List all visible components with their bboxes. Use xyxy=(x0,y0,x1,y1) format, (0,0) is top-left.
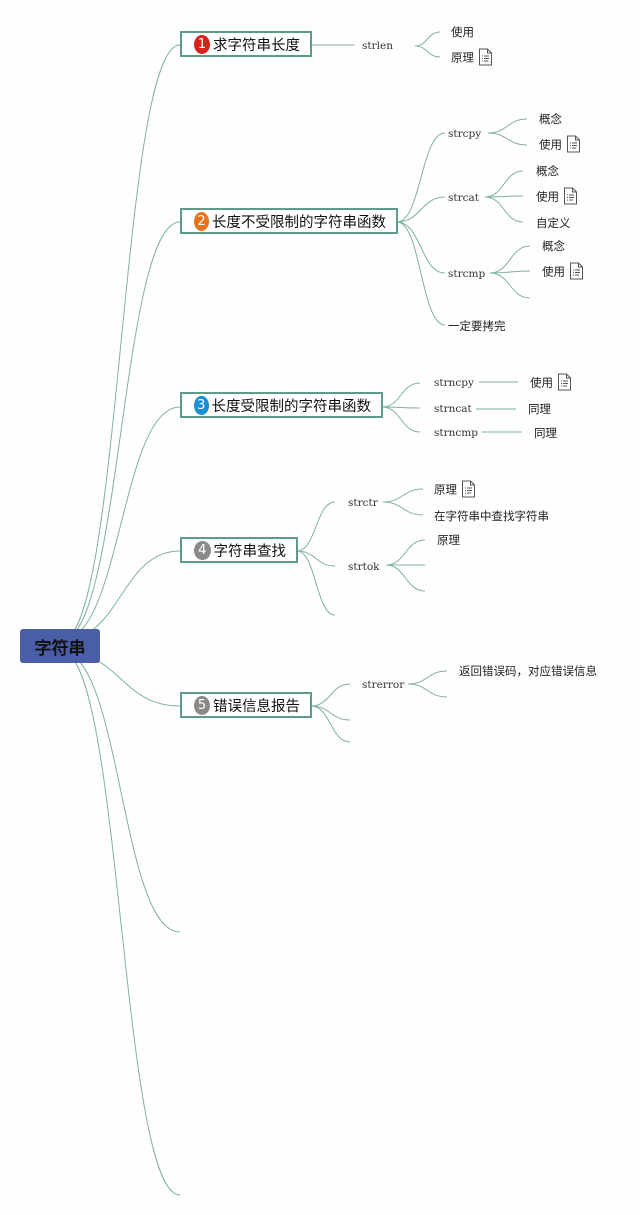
connector-line xyxy=(407,670,448,685)
leaf-label: 使用 xyxy=(539,137,562,151)
leaf-label: 一定要拷完 xyxy=(448,319,506,333)
node-use[interactable]: 使用 xyxy=(451,24,474,40)
node-custom[interactable]: 自定义 xyxy=(536,215,571,231)
node-use[interactable]: 使用 xyxy=(542,262,583,280)
node-strcmp[interactable]: strcmp xyxy=(448,268,486,280)
note-document-icon[interactable] xyxy=(479,48,492,66)
leaf-label: 返回错误码，对应错误信息 xyxy=(459,664,597,678)
node-strncpy[interactable]: strncpy xyxy=(434,377,474,389)
number-badge: 3 xyxy=(194,395,209,415)
leaf-label: 概念 xyxy=(539,112,562,126)
node-description[interactable]: 在字符串中查找字符串 xyxy=(434,508,549,524)
connector-line xyxy=(382,488,424,503)
node-concept[interactable]: 概念 xyxy=(536,163,559,179)
connector-line xyxy=(396,196,446,223)
node-same[interactable]: 同理 xyxy=(534,425,557,441)
connector-line xyxy=(487,132,528,146)
root-node[interactable]: 字符串 xyxy=(20,629,100,663)
node-strcpy[interactable]: strcpy xyxy=(448,128,482,140)
leaf-label: 同理 xyxy=(534,426,557,440)
node-use[interactable]: 使用 xyxy=(536,187,577,205)
connector-line xyxy=(310,705,351,743)
node-use[interactable]: 使用 xyxy=(530,373,571,391)
node-strncat[interactable]: strncat xyxy=(434,403,472,415)
connector-line xyxy=(61,651,181,1196)
connector-line xyxy=(310,683,351,707)
node-concept[interactable]: 概念 xyxy=(539,111,562,127)
leaf-label: 在字符串中查找字符串 xyxy=(434,509,549,523)
number-badge: 2 xyxy=(194,211,209,231)
connector-line xyxy=(396,132,446,223)
note-document-icon[interactable] xyxy=(570,262,583,280)
note-document-icon[interactable] xyxy=(462,480,475,498)
leaf-label: 使用 xyxy=(542,264,565,278)
topic-label: 求字符串长度 xyxy=(213,37,300,54)
connector-line xyxy=(396,221,446,274)
connector-line xyxy=(61,44,181,641)
note-document-icon[interactable] xyxy=(567,135,580,153)
node-note[interactable]: 一定要拷完 xyxy=(448,318,506,334)
connector-line xyxy=(407,683,448,698)
connector-line xyxy=(61,406,181,641)
connector-line xyxy=(487,118,528,134)
node-strcat[interactable]: strcat xyxy=(448,192,479,204)
connector-line xyxy=(414,45,441,58)
node-concept[interactable]: 概念 xyxy=(542,238,565,254)
node-description[interactable]: 返回错误码，对应错误信息 xyxy=(459,663,597,679)
connector-line xyxy=(484,170,524,198)
connector-line xyxy=(296,501,336,552)
leaf-label: 概念 xyxy=(542,239,565,253)
leaf-label: 同理 xyxy=(528,402,551,416)
node-strlen[interactable]: strlen xyxy=(362,40,393,52)
connector-line xyxy=(484,196,524,223)
note-document-icon[interactable] xyxy=(558,373,571,391)
note-document-icon[interactable] xyxy=(564,187,577,205)
leaf-label: 使用 xyxy=(530,375,553,389)
node-principle[interactable]: 原理 xyxy=(434,480,475,498)
leaf-label: 原理 xyxy=(437,533,460,547)
node-strtok[interactable]: strtok xyxy=(348,561,380,573)
number-badge: 4 xyxy=(194,540,211,560)
leaf-label: 使用 xyxy=(536,189,559,203)
topic-label: 字符串查找 xyxy=(213,543,287,560)
connector-line xyxy=(489,272,531,299)
connector-line xyxy=(381,406,421,433)
topic-label: 长度不受限制的字符串函数 xyxy=(212,214,386,231)
leaf-label: 原理 xyxy=(451,50,474,64)
node-strncmp[interactable]: strncmp xyxy=(434,427,478,439)
leaf-label: 原理 xyxy=(434,482,457,496)
leaf-label: 概念 xyxy=(536,164,559,178)
connector-line xyxy=(61,221,181,641)
connector-line xyxy=(61,550,181,641)
connector-line xyxy=(489,270,531,274)
connector-line xyxy=(385,539,426,566)
leaf-label: 自定义 xyxy=(536,216,571,230)
connector-line xyxy=(382,501,424,516)
connector-line xyxy=(296,550,336,616)
connector-line xyxy=(61,651,181,933)
topic-label: 错误信息报告 xyxy=(213,698,300,715)
node-principle[interactable]: 原理 xyxy=(451,48,492,66)
node-strctr[interactable]: strctr xyxy=(348,497,378,509)
connector-line xyxy=(310,705,351,721)
number-badge: 5 xyxy=(194,695,210,715)
number-badge: 1 xyxy=(194,34,210,54)
connector-line xyxy=(381,382,421,408)
connector-line xyxy=(414,31,441,47)
node-principle[interactable]: 原理 xyxy=(437,532,460,548)
node-strerror[interactable]: strerror xyxy=(362,679,405,691)
connector-line xyxy=(296,550,336,567)
leaf-label: 使用 xyxy=(451,25,474,39)
connector-line xyxy=(385,564,426,592)
node-same[interactable]: 同理 xyxy=(528,401,551,417)
node-use[interactable]: 使用 xyxy=(539,135,580,153)
connector-line xyxy=(396,221,446,326)
connector-line xyxy=(489,245,531,274)
topic-label: 长度受限制的字符串函数 xyxy=(211,398,372,415)
